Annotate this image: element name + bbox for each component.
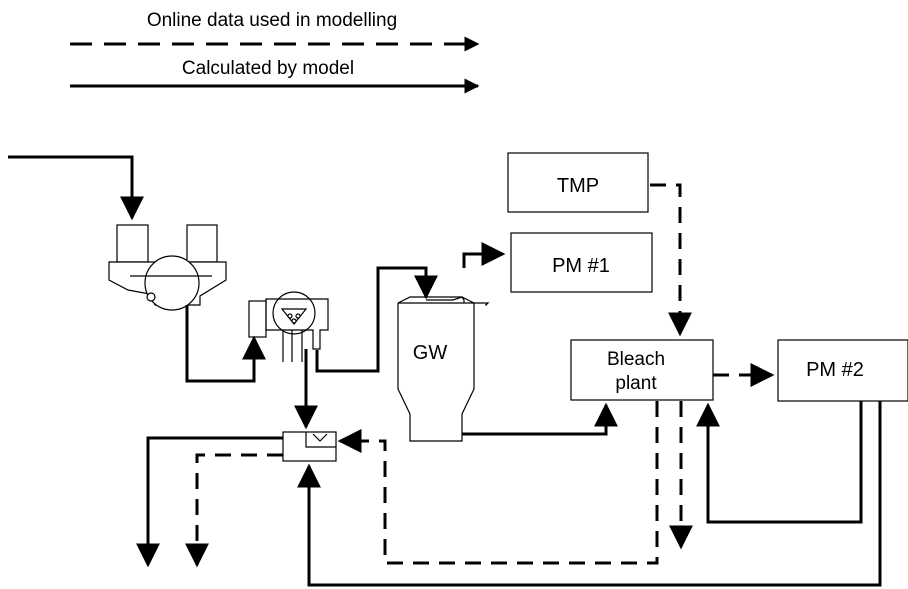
legend-solid-label: Calculated by model: [182, 58, 354, 79]
pm2-return-to-bleach-line: [696, 401, 863, 524]
cleaner-reject-line: [136, 436, 283, 568]
bleach-plant-box: Bleach plant: [570, 339, 714, 401]
pm2-whitewater-to-cleaner-line: [297, 401, 882, 587]
pulper-equipment: [108, 224, 227, 311]
gw-to-bleach-line: [462, 402, 618, 436]
cleaner-accept-line: [185, 453, 283, 568]
pulper-to-screen-line: [185, 305, 266, 383]
tmp-to-bleach-line: [650, 183, 692, 337]
bleach-plant-label-line2: plant: [615, 373, 657, 394]
screen-to-gw-line: [315, 266, 438, 373]
gw-to-pm1-line: [462, 242, 506, 268]
bleach-plant-label-line1: Bleach: [607, 349, 665, 370]
legend-dashed-label: Online data used in modelling: [147, 10, 397, 31]
cleaner-equipment: [282, 431, 337, 462]
bleach-to-cleaner-loop-line: [337, 401, 659, 565]
gw-tower: GW: [397, 296, 490, 442]
gw-label: GW: [413, 342, 448, 364]
pm1-box: PM #1: [510, 232, 653, 293]
tmp-label: TMP: [557, 175, 599, 197]
inlet-flow-line: [8, 155, 144, 221]
pm2-box: PM #2: [777, 339, 908, 402]
legend: Online data used in modelling Calculated…: [70, 10, 480, 94]
dashed-flows: [185, 183, 775, 568]
pm1-label: PM #1: [552, 255, 610, 277]
pm2-label: PM #2: [806, 359, 864, 381]
tmp-box: TMP: [507, 152, 649, 213]
solid-flows: [8, 155, 882, 587]
